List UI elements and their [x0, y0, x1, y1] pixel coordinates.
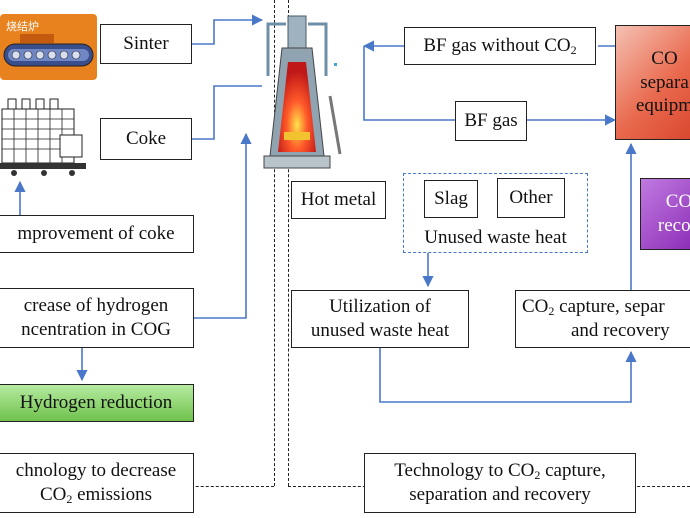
hydrogen-line1: crease of hydrogen	[23, 295, 169, 317]
hot-metal-label: Hot metal	[300, 189, 377, 211]
decrease-co: CO	[39, 484, 67, 505]
tech-suffix: capture,	[540, 460, 606, 482]
sep-line1: CO	[651, 47, 678, 69]
utilization-line2: unused waste heat	[310, 320, 450, 341]
other-label: Other	[509, 187, 553, 209]
rec-line1: CO	[665, 191, 690, 213]
co2-capture-box: CO2 capture, separ and recovery	[515, 290, 690, 348]
co2-technology-box: Technology to CO2 capture, separation an…	[364, 453, 636, 513]
sinter-machine-label: 烧结炉	[6, 20, 39, 33]
bf-gas-without-co2-box: BF gas without CO2	[404, 27, 596, 65]
sinter-machine-image: 烧结炉	[0, 14, 97, 80]
bf-gas-without-text: BF gas without CO	[423, 35, 571, 57]
utilization-line1: Utilization of	[329, 296, 431, 318]
capture-suffix: capture, separ	[554, 296, 665, 318]
decrease-line1: chnology to decrease	[15, 460, 177, 482]
unused-waste-heat-label: Unused waste heat	[424, 227, 567, 248]
arrow-utilization-to-capture	[379, 348, 637, 403]
bf-gas-without-label: BF gas without CO2	[423, 34, 576, 58]
capture-sub: 2	[548, 304, 555, 319]
improvement-of-coke-label: mprovement of coke	[17, 223, 175, 245]
other-box: Other	[497, 178, 565, 218]
tech-sub: 2	[534, 468, 541, 483]
hydrogen-line2: ncentration in COG	[21, 319, 171, 340]
rec-line2: recov	[657, 215, 690, 236]
sep-line3: equipm	[636, 95, 690, 117]
decrease-co2-box: chnology to decrease CO2 emissions	[0, 453, 194, 513]
capture-co: CO	[522, 296, 549, 318]
divider-right	[288, 0, 289, 486]
coke-box: Coke	[100, 118, 192, 160]
decrease-line2: CO2 emissions	[40, 483, 152, 507]
slag-label: Slag	[434, 188, 468, 210]
co2-recovery-box: CO recov	[640, 178, 690, 250]
arrow-hydrogen-to-furnace	[194, 132, 252, 319]
blast-furnace-image	[263, 15, 342, 169]
co2-separation-equipment-box: CO separa equipm	[615, 25, 690, 140]
hot-metal-box: Hot metal	[291, 181, 386, 219]
slag-box: Slag	[424, 180, 478, 218]
capture-line1: CO2 capture, separ	[522, 295, 665, 319]
bf-gas-box: BF gas	[455, 101, 527, 141]
sinter-box: Sinter	[100, 24, 192, 64]
sinter-label: Sinter	[123, 33, 169, 55]
hydrogen-reduction-label: Hydrogen reduction	[19, 392, 173, 414]
coke-label: Coke	[125, 128, 167, 150]
unused-waste-heat-group	[403, 173, 588, 253]
tech-line2: separation and recovery	[409, 484, 591, 505]
sep-line2: separa	[640, 71, 689, 93]
sinter-machine-body	[3, 34, 94, 67]
hydrogen-concentration-box: crease of hydrogen ncentration in COG	[0, 288, 194, 348]
decrease-sub: 2	[66, 492, 73, 506]
divider-left	[274, 0, 275, 486]
bf-gas-label: BF gas	[464, 110, 518, 132]
tech-line1: Technology to CO2 capture,	[394, 459, 606, 483]
utilization-box: Utilization of unused waste heat	[291, 290, 469, 348]
hydrogen-reduction-box: Hydrogen reduction	[0, 384, 194, 422]
tech-prefix: Technology to CO	[394, 460, 535, 482]
capture-line2: and recovery	[571, 320, 670, 341]
bf-gas-without-sub: 2	[570, 43, 577, 58]
decrease-emissions: emissions	[72, 484, 153, 505]
coke-oven-image	[0, 98, 86, 176]
improvement-of-coke-box: mprovement of coke	[0, 215, 194, 253]
